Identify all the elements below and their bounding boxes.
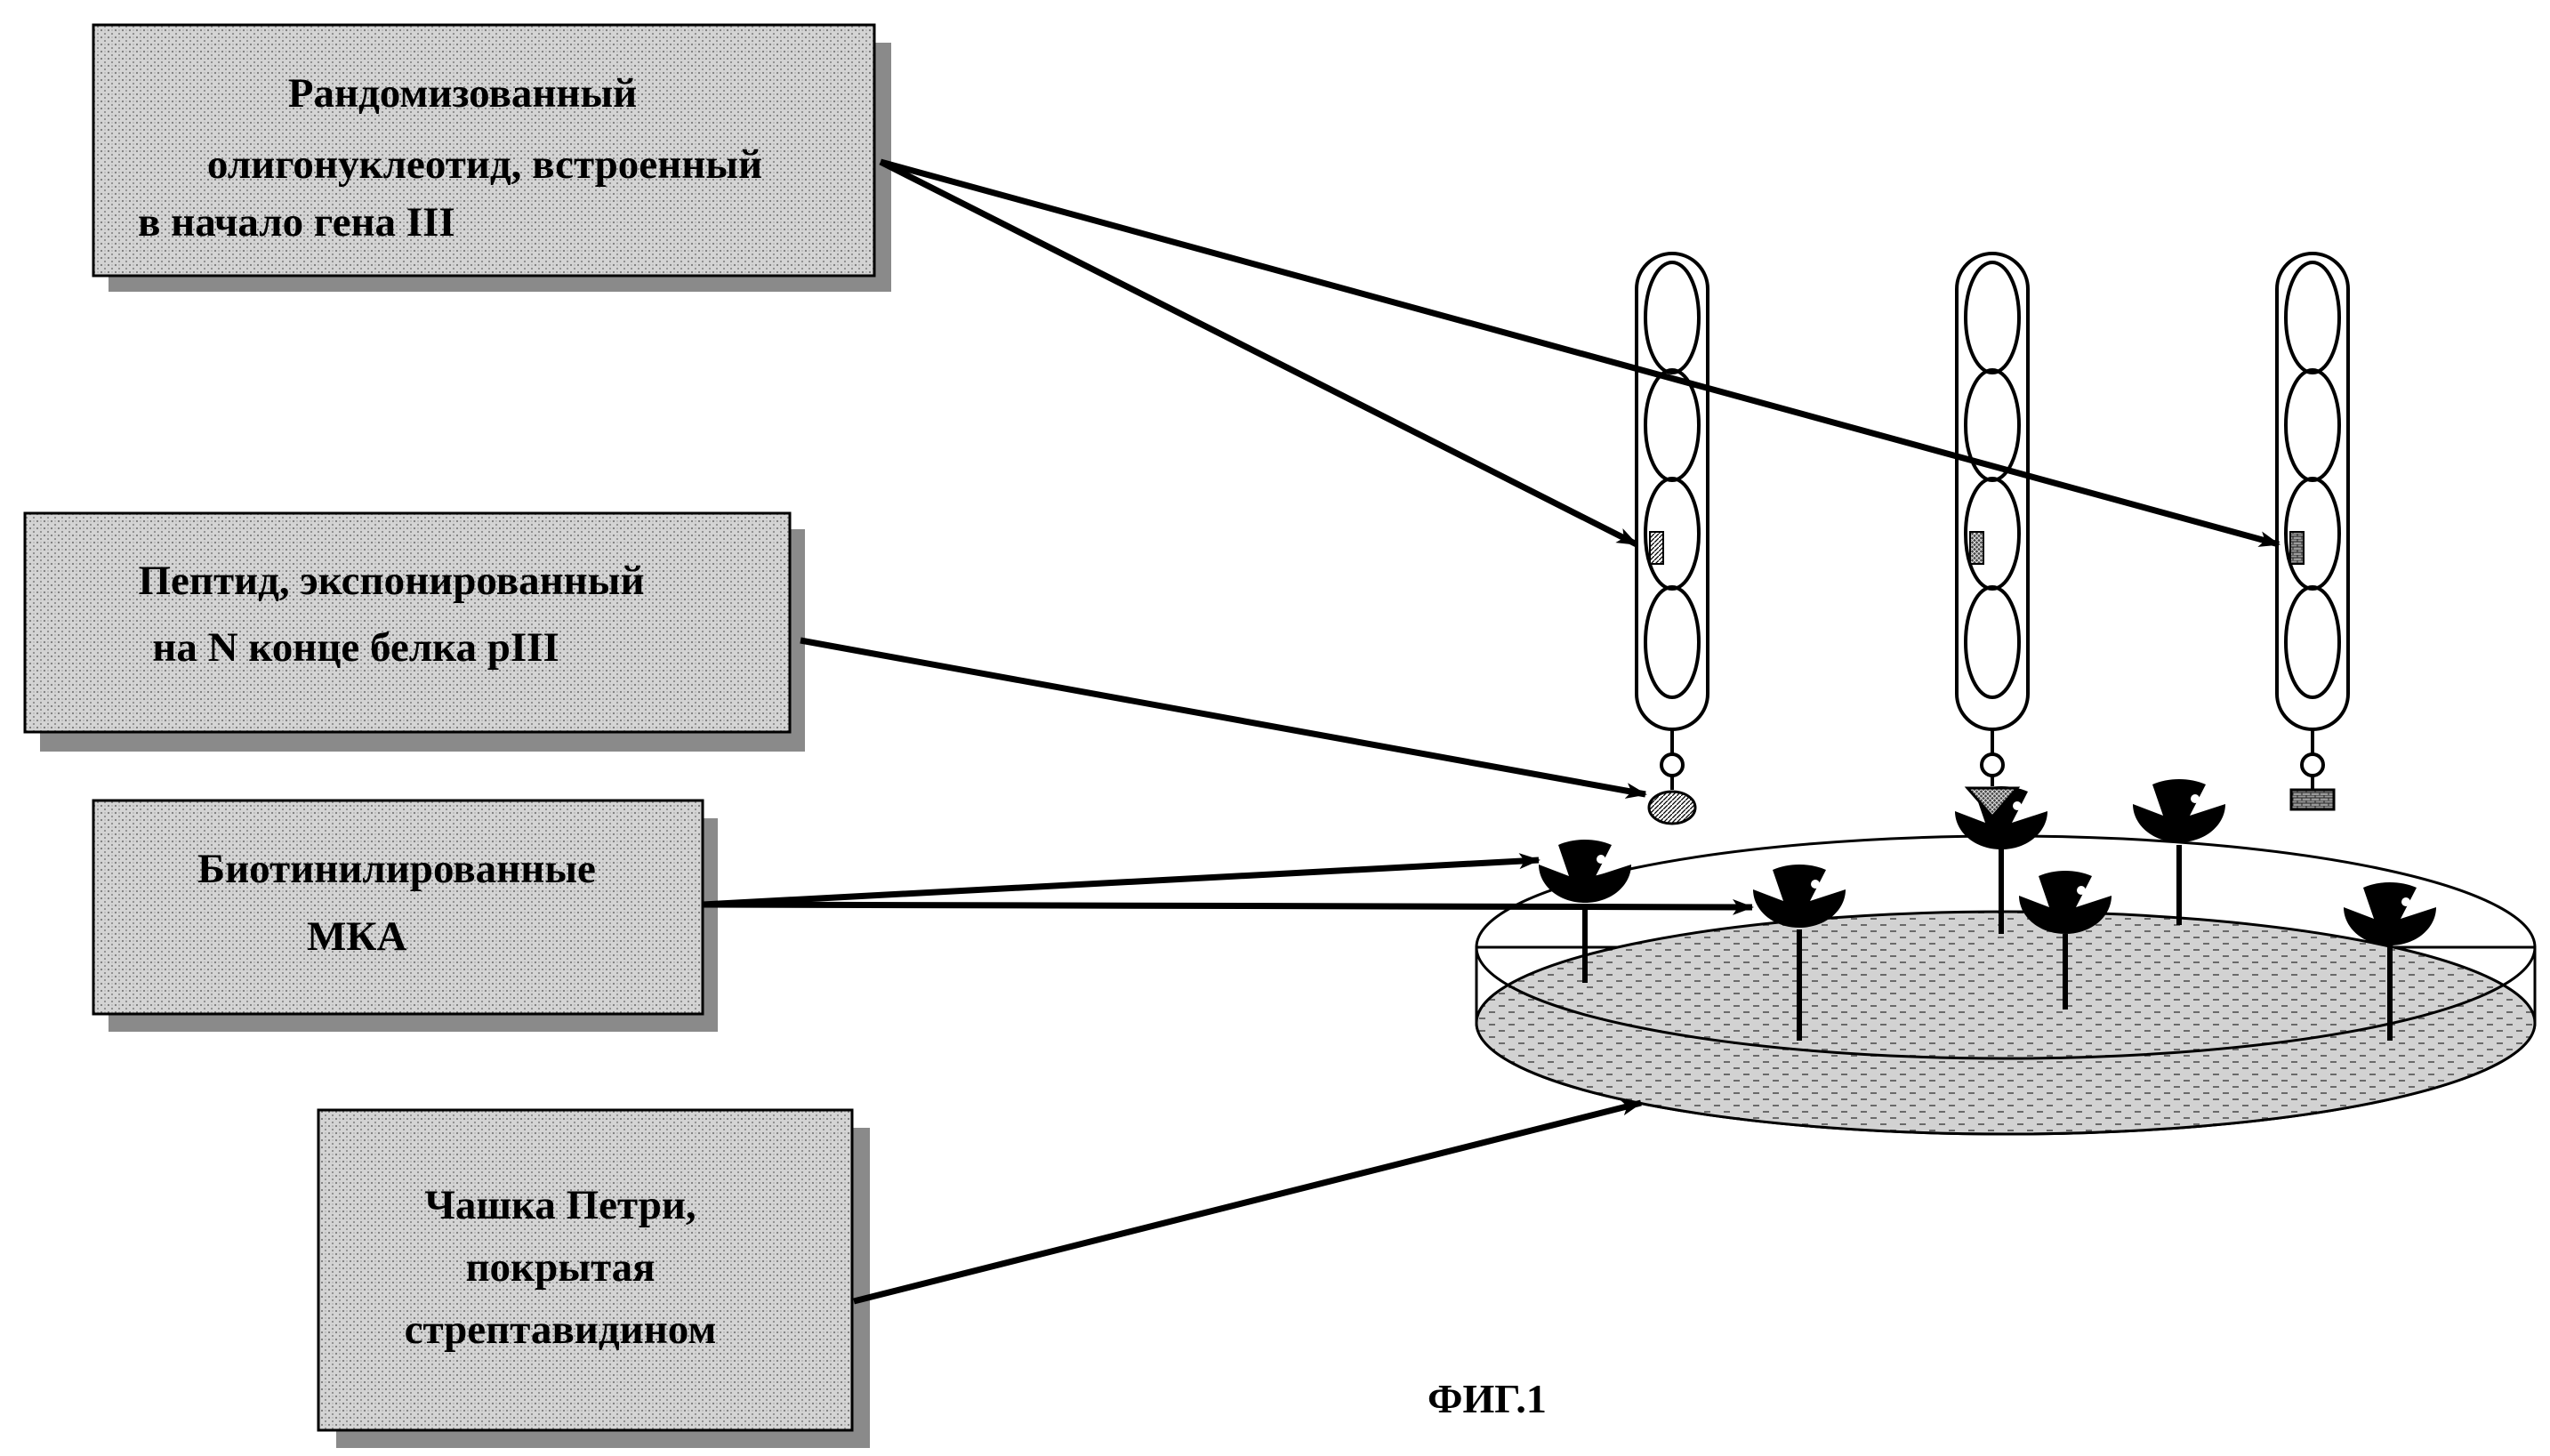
antibody-6-head	[2344, 882, 2436, 945]
phage-3-tail-ring	[2302, 754, 2323, 776]
oligo-label-line-2: олигонуклеотид, встроенный	[207, 141, 762, 188]
oligo-box: Рандомизованный олигонуклеотид, встроенн…	[93, 25, 891, 292]
arrow-oligo-to-phage-3	[881, 162, 2279, 544]
peptide-label-line-1: Пептид, экспонированный	[138, 558, 644, 604]
arrow-mab-to-antibody-2	[703, 905, 1752, 907]
petri-box: Чашка Петри, покрытая стрептавидином	[318, 1110, 870, 1448]
arrow-oligo-to-phage-1	[881, 162, 1637, 544]
antibody-1-head	[1539, 840, 1631, 903]
phage-2-oligo-marker	[1970, 532, 1983, 564]
antibody-5	[2133, 779, 2225, 925]
mab-label-line-2: МКА	[307, 913, 406, 960]
phage-3-peptide-tip	[2291, 790, 2334, 809]
mab-box-body	[93, 800, 703, 1014]
phage-1	[1637, 253, 1708, 824]
petri-dish	[1476, 836, 2535, 1134]
figure-caption: ФИГ.1	[1428, 1376, 1547, 1421]
phage-1-tail-ring	[1661, 754, 1683, 776]
petri-dish-floor	[1476, 912, 2535, 1134]
phage-1-peptide-tip	[1649, 792, 1695, 824]
peptide-label-line-2: на N конце белка pIII	[152, 624, 559, 671]
phage-2-tail-ring	[1982, 754, 2003, 776]
petri-label-line-3: стрептавидином	[405, 1307, 717, 1353]
peptide-box-body	[25, 513, 790, 732]
arrow-mab-to-antibody-1	[703, 860, 1539, 905]
arrow-petri-to-dish	[854, 1103, 1641, 1301]
phage-3	[2277, 253, 2348, 809]
petri-label-line-2: покрытая	[465, 1244, 655, 1291]
oligo-label-line-3: в начало гена III	[138, 199, 455, 245]
peptide-box: Пептид, экспонированный на N конце белка…	[25, 513, 805, 752]
mab-label-line-1: Биотинилированные	[197, 846, 596, 892]
phage-1-oligo-marker	[1650, 532, 1663, 564]
petri-label-line-1: Чашка Петри,	[424, 1182, 696, 1228]
phage-3-oligo-marker	[2290, 532, 2304, 564]
oligo-label-line-1: Рандомизованный	[288, 70, 638, 117]
antibody-5-head	[2133, 779, 2225, 842]
phage-2	[1957, 253, 2028, 816]
arrow-peptide-to-tip	[800, 640, 1645, 794]
mab-box: Биотинилированные МКА	[93, 800, 718, 1032]
